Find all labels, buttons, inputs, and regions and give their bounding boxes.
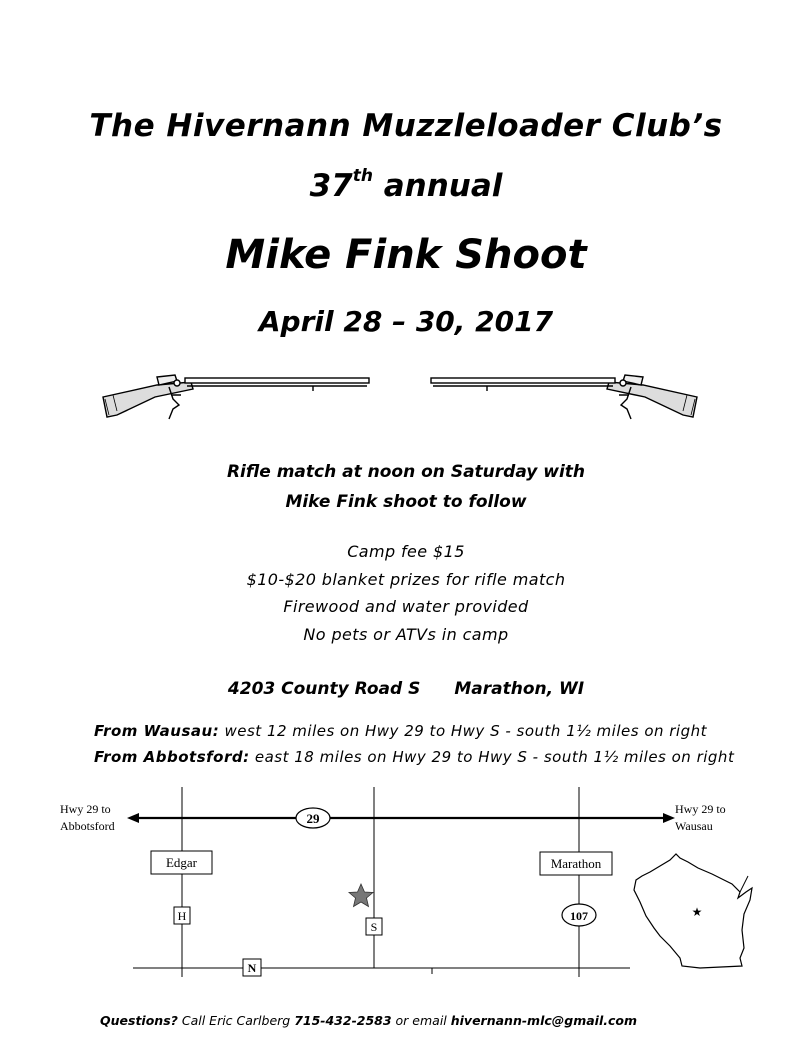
- wisconsin-star-icon: ★: [692, 905, 703, 919]
- detail-firewood: Firewood and water provided: [283, 597, 529, 616]
- anniversary-word: annual: [372, 168, 503, 204]
- road-n-sign: [242, 958, 262, 977]
- directions-label: From Wausau:: [94, 722, 220, 740]
- schedule-line-1: Rifle match at noon on Saturday with: [226, 462, 586, 482]
- map-label-right-2: Wausau: [675, 819, 713, 833]
- road-107-label: 107: [570, 909, 588, 923]
- detail-prizes: $10-$20 blanket prizes for rifle match: [246, 570, 566, 589]
- email-link[interactable]: hivernann-mlc@gmail.com: [450, 1013, 638, 1028]
- rifle-right-icon: [430, 374, 698, 420]
- directions-from-wausau: From Wausau: west 12 miles on Hwy 29 to …: [94, 722, 707, 740]
- address-street: 4203 County Road S: [227, 679, 421, 699]
- detail-camp-fee: Camp fee $15: [347, 542, 465, 561]
- road-s-sign: [365, 917, 383, 936]
- directions-text: west 12 miles on Hwy 29 to Hwy S - south…: [219, 722, 708, 740]
- road-h-sign: [173, 906, 191, 925]
- location-map: Hwy 29 to Abbotsford Hwy 29 to Wausau 29…: [60, 787, 753, 977]
- rifle-left-icon: [102, 374, 370, 420]
- map-label-left-2: Abbotsford: [60, 819, 115, 833]
- event-dates: April 28 – 30, 2017: [258, 305, 554, 338]
- anniversary-suffix: th: [352, 165, 373, 186]
- road-n-label: N: [248, 961, 257, 975]
- map-label-right-1: Hwy 29 to: [675, 802, 726, 816]
- phone-number[interactable]: 715-432-2583: [294, 1013, 392, 1028]
- event-name: Mike Fink Shoot: [225, 232, 587, 278]
- directions-text: east 18 miles on Hwy 29 to Hwy S - south…: [249, 748, 735, 766]
- questions-label: Questions?: [100, 1013, 178, 1028]
- town-edgar-box: [150, 850, 213, 875]
- call-text: Call Eric Carlberg: [177, 1013, 295, 1028]
- address: 4203 County Road S Marathon, WI: [0, 679, 812, 699]
- road-s-label: S: [371, 920, 378, 934]
- road-107-shield: [561, 903, 597, 927]
- footer-contact: Questions? Call Eric Carlberg 715-432-25…: [100, 1013, 637, 1028]
- arrow-right-icon: [663, 813, 675, 823]
- location-star-icon: [347, 883, 375, 908]
- schedule-line-2: Mike Fink shoot to follow: [285, 492, 527, 512]
- rifles-illustration: [102, 374, 698, 420]
- map-label-left-1: Hwy 29 to: [60, 802, 111, 816]
- directions-label: From Abbotsford:: [94, 748, 250, 766]
- wisconsin-outline-icon: [633, 853, 753, 969]
- directions-from-abbotsford: From Abbotsford: east 18 miles on Hwy 29…: [94, 748, 734, 766]
- arrow-left-icon: [127, 813, 139, 823]
- detail-no-pets: No pets or ATVs in camp: [303, 625, 509, 644]
- hwy-29-shield: [295, 807, 331, 829]
- address-city: Marathon, WI: [454, 679, 585, 699]
- or-email-text: or email: [391, 1013, 451, 1028]
- title-anniversary: 37th annual: [0, 165, 812, 204]
- town-marathon-label: Marathon: [551, 856, 602, 871]
- town-marathon-box: [539, 851, 613, 876]
- road-h-label: H: [178, 909, 187, 923]
- anniversary-number: 37: [309, 168, 353, 204]
- town-edgar-label: Edgar: [166, 855, 198, 870]
- hwy-29-label: 29: [307, 811, 321, 826]
- title-club-name: The Hivernann Muzzleloader Club’s: [89, 108, 723, 144]
